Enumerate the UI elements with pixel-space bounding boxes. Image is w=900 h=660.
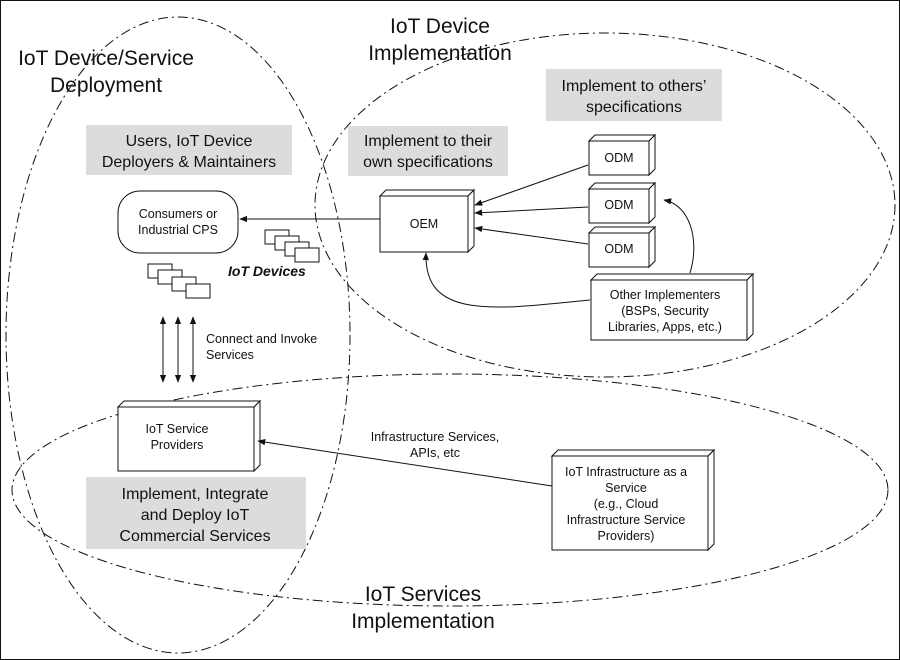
consumers-node: [117, 190, 239, 254]
services-implementation-region: [11, 373, 889, 607]
infrastructure-edge-label: Infrastructure Services,APIs, etc: [371, 430, 500, 460]
device-implementation-region: [314, 32, 896, 378]
odm-node-1-label: ODM: [604, 151, 633, 165]
users-highlight-background: [86, 125, 292, 175]
iot-device-stack-lower: [147, 263, 211, 299]
odm-node-2-label: ODM: [604, 198, 633, 212]
odm-node-2: [587, 181, 657, 225]
deployment-region: [5, 16, 351, 654]
commercial-highlight-background: [86, 477, 306, 549]
iot-devices-label: IoT Devices: [228, 263, 306, 279]
odm-node-3: [587, 225, 657, 269]
other-implementers-to-odm2-arrow: [663, 198, 695, 274]
other-implementers-to-oem-arrow: [422, 252, 591, 308]
others-specs-highlight-background: [546, 69, 722, 121]
odm1-to-oem-arrow: [474, 164, 589, 206]
own-specs-highlight-background: [348, 126, 508, 176]
service-providers-node: [116, 399, 262, 473]
iot-device-stack-upper: [264, 229, 320, 263]
oem-node: [378, 188, 476, 254]
odm-node-3-label: ODM: [604, 242, 633, 256]
odm-node-1: [587, 133, 657, 177]
oem-node-label: OEM: [410, 217, 438, 231]
iaas-to-service-providers-arrow: [257, 438, 553, 487]
odm2-to-oem-arrow: [474, 206, 589, 216]
other-implementers-node: [589, 272, 755, 342]
others-specs-highlight-label: Implement to others’specifications: [562, 78, 707, 116]
iaas-node: [550, 448, 716, 552]
odm3-to-oem-arrow: [474, 225, 589, 245]
